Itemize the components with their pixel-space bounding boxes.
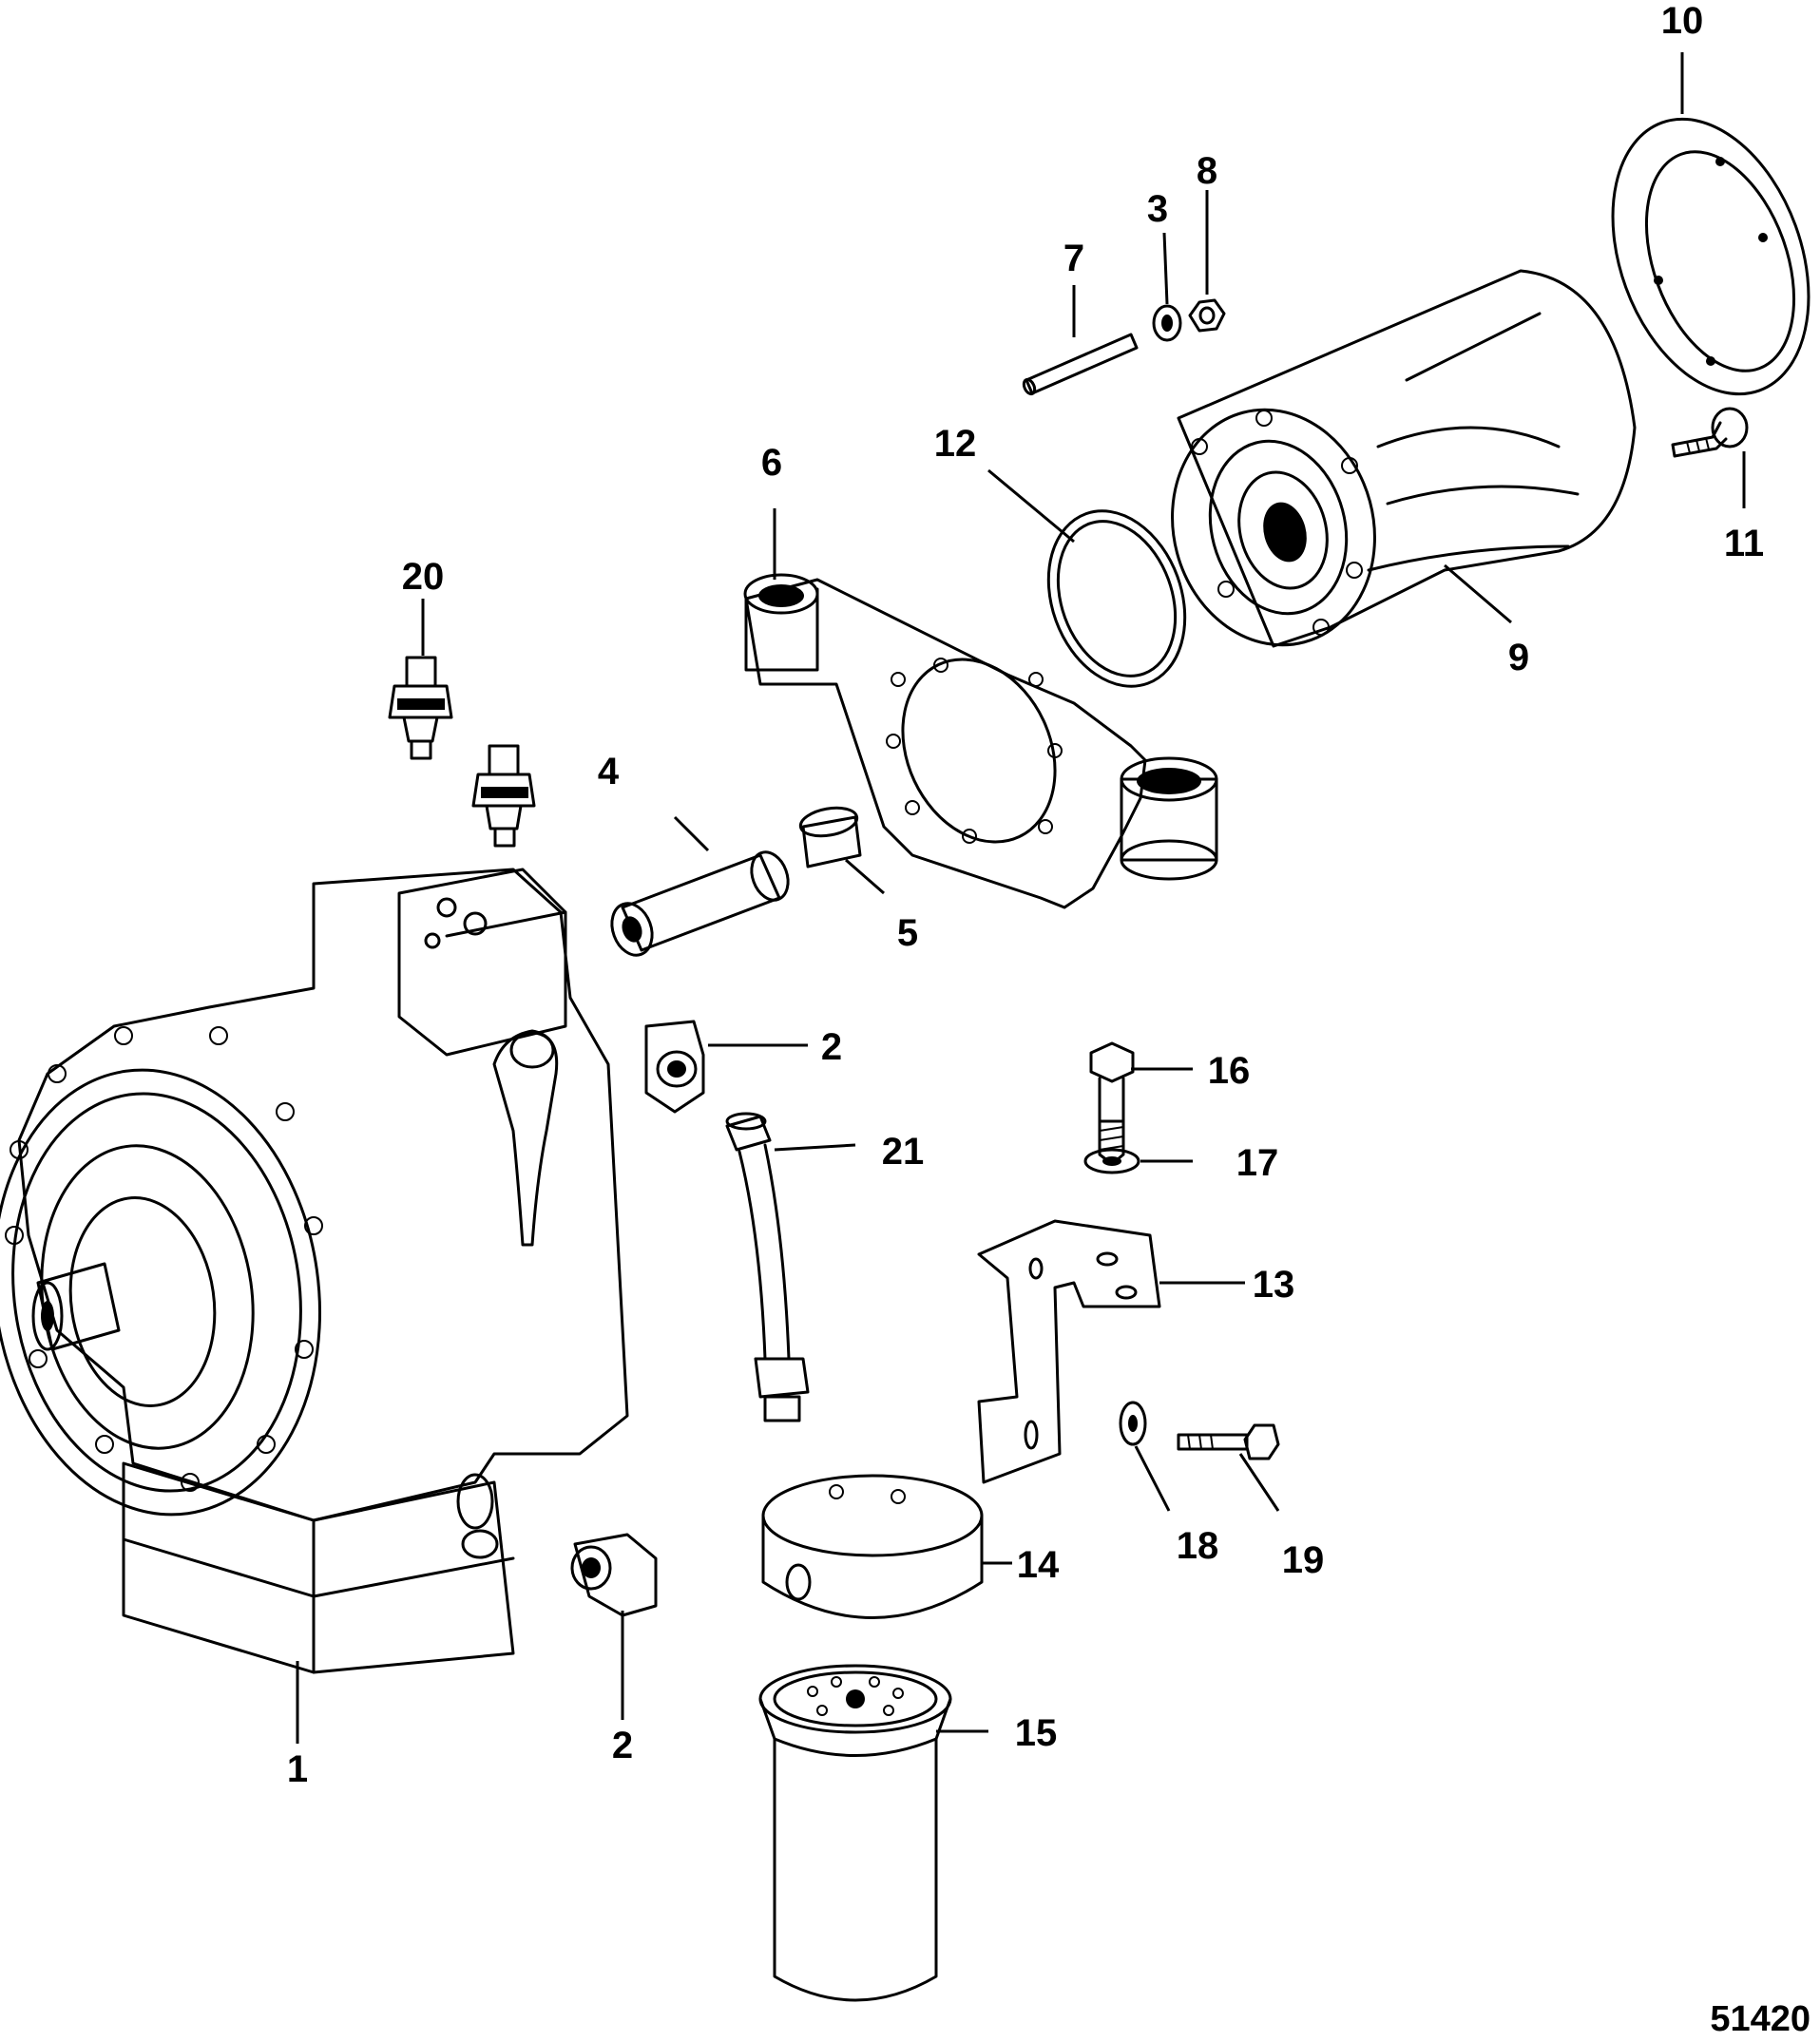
callout-16: 16 [1208,1050,1251,1092]
filter-adapter [761,1474,984,1619]
bolt-vertical [1089,1041,1135,1166]
callout-18: 18 [1177,1525,1219,1567]
callout-14: 14 [1017,1544,1060,1586]
callout-1: 1 [287,1748,308,1790]
callout-17: 17 [1236,1142,1279,1184]
pressure-switch-upper [388,656,453,760]
oil-filter [758,1664,952,2002]
callout-10: 10 [1661,0,1704,42]
callout-2-upper: 2 [821,1026,842,1068]
callout-9: 9 [1508,637,1529,678]
callout-19: 19 [1282,1539,1325,1581]
callout-labels: 1 2 2 3 4 5 6 7 8 9 10 11 12 13 14 15 16… [287,0,1764,1790]
callout-4: 4 [598,751,620,792]
mounting-bracket [743,573,1218,909]
adapter-housing [1171,269,1637,648]
transmission-housing [0,868,629,1674]
elbow-fitting-lower [570,1533,658,1617]
callout-7: 7 [1063,238,1084,279]
nut [1188,298,1226,333]
support-bracket [977,1219,1161,1484]
pin [1022,333,1139,396]
callout-20: 20 [402,556,445,598]
adapter-plate [1611,117,1810,396]
elbow-fitting-upper [644,1020,705,1114]
bushing [798,806,862,868]
callout-2-lower: 2 [612,1725,633,1766]
oil-hose [725,1112,810,1422]
washer [1152,304,1182,342]
callout-12: 12 [934,423,977,465]
callout-5: 5 [897,912,918,954]
callout-15: 15 [1015,1712,1058,1754]
bolt-horizontal [1177,1423,1280,1460]
screw [1671,407,1749,458]
callout-13: 13 [1253,1264,1295,1306]
washer-flat [1083,1148,1140,1174]
spacer-tube [610,850,790,957]
flange-bolt-holes [5,1026,323,1492]
callout-3: 3 [1147,188,1168,230]
callout-11: 11 [1724,523,1764,564]
leader-lines [296,52,1746,1744]
washer-side [1119,1401,1147,1446]
figure-number: 51420 [1710,1999,1810,2039]
callout-8: 8 [1197,150,1217,192]
callout-6: 6 [761,442,782,484]
o-ring [1046,509,1187,688]
pressure-switch-lower [471,744,536,848]
callout-21: 21 [882,1131,925,1173]
